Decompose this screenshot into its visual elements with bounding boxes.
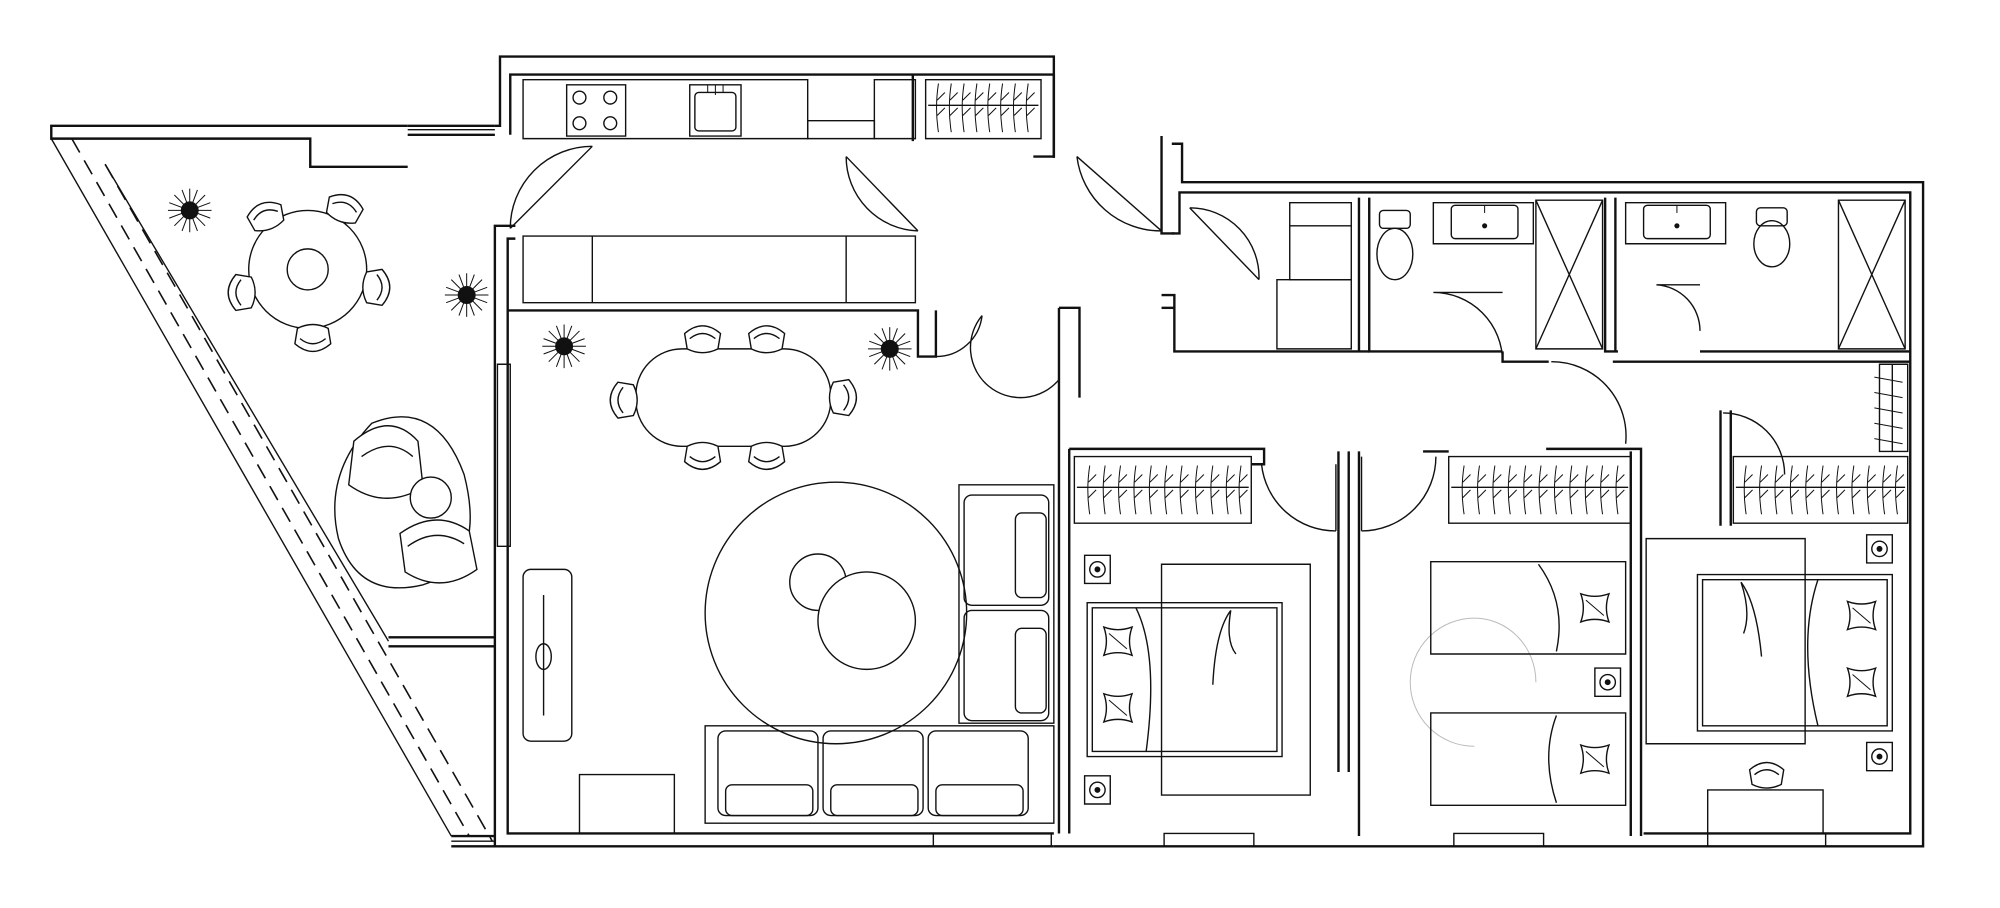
lamp-icon — [1865, 741, 1894, 772]
wardrobe-icon — [1733, 457, 1907, 524]
plant-icon — [867, 326, 913, 372]
bathroom — [1626, 200, 1905, 349]
shower-icon — [1838, 200, 1905, 349]
living-room — [523, 323, 1054, 834]
lamp-icon — [1593, 667, 1622, 698]
plant-icon — [444, 272, 490, 318]
balcony — [167, 187, 490, 588]
wardrobe-icon — [1074, 457, 1251, 524]
bedroom — [1646, 457, 1908, 834]
walls — [51, 57, 1923, 847]
bathroom — [1377, 200, 1603, 349]
lamp-icon — [1083, 774, 1112, 805]
rug-icon — [335, 417, 470, 588]
wardrobe-icon — [926, 80, 1041, 139]
toilet-icon — [1377, 210, 1413, 279]
kitchen — [523, 80, 1041, 303]
bedroom — [1410, 457, 1631, 806]
doors — [510, 146, 1784, 531]
sofa-icon — [705, 485, 1054, 823]
desk-icon — [1708, 761, 1823, 833]
sink-icon — [1626, 203, 1726, 244]
rug-icon — [705, 482, 967, 744]
table-icon — [636, 349, 831, 446]
plant-icon — [167, 187, 213, 233]
toilet-icon — [1754, 208, 1790, 267]
bed-icon — [1697, 575, 1892, 731]
bed-icon — [1431, 562, 1626, 654]
wardrobe-icon — [1449, 457, 1631, 524]
laundry — [1277, 203, 1351, 349]
sink-icon — [1433, 203, 1533, 244]
balcony-railing — [51, 139, 492, 842]
chair-icon — [227, 188, 391, 353]
tv-icon — [523, 569, 572, 741]
bed-icon — [1431, 713, 1626, 805]
wardrobe-icon — [1874, 364, 1907, 451]
stove-icon — [567, 85, 626, 136]
bed-icon — [1087, 603, 1282, 757]
bedroom — [1074, 457, 1310, 805]
shower-icon — [1536, 200, 1603, 349]
armchair-icon — [349, 426, 477, 583]
chair-icon — [609, 324, 858, 471]
sink-icon — [690, 85, 741, 136]
lamp-icon — [1083, 554, 1112, 585]
plant-icon — [541, 323, 587, 369]
lamp-icon — [1865, 533, 1894, 564]
